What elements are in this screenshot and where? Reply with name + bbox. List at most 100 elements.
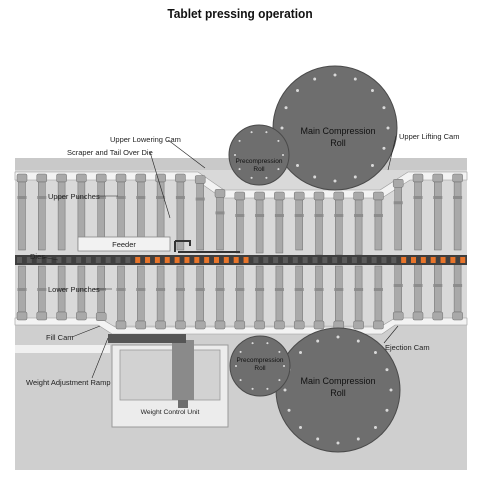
die-cell <box>174 257 180 263</box>
lower-punch-collar <box>373 288 383 291</box>
roll-bolt <box>373 350 378 355</box>
lower-punches-label: Lower Punches <box>48 285 100 294</box>
roll-bolt <box>277 350 281 354</box>
lower-punch-collar <box>57 288 67 291</box>
roll-bolt <box>315 436 320 441</box>
roll-bolt <box>298 425 303 430</box>
roll-bolt <box>251 387 255 391</box>
die-cell <box>36 257 42 263</box>
die-cell <box>46 257 52 263</box>
upper-punch-collar <box>413 196 423 199</box>
upper-punch-head <box>76 173 87 183</box>
die-cell <box>17 257 22 263</box>
die-cell <box>66 257 72 263</box>
roll-bolt <box>239 350 243 354</box>
roll-bolt <box>282 364 286 368</box>
die-cell <box>125 257 131 263</box>
die-cell <box>401 257 407 263</box>
die-cell <box>184 257 190 263</box>
roll-bolt <box>276 167 280 171</box>
upper-punch-collar <box>37 196 47 199</box>
lower-punch-collar <box>235 288 245 291</box>
die-cell <box>164 257 170 263</box>
upper-punch-head <box>95 173 107 183</box>
upper-punch-collar <box>433 196 443 199</box>
roll-bolt <box>336 335 341 340</box>
upper-punch-head <box>373 191 384 201</box>
die-cell <box>233 257 239 263</box>
die-cell <box>450 257 456 263</box>
upper-punch-shaft <box>335 199 343 256</box>
upper-punch-head <box>353 191 364 201</box>
upper-punch-row <box>16 173 463 256</box>
lower-punch-head <box>392 311 404 321</box>
lower-punch-head <box>36 311 48 321</box>
pre-roll-top-line2: Roll <box>253 166 265 173</box>
lower-punch-head <box>16 311 28 321</box>
upper-punch-shaft <box>57 181 66 251</box>
roll-bolt <box>234 364 238 368</box>
die-cell <box>371 257 377 263</box>
roll-bolt <box>312 77 317 82</box>
die-cell <box>76 257 82 263</box>
upper-punch-collar <box>314 214 324 217</box>
upper-punch-collar <box>57 196 67 199</box>
lower-punch-collar <box>255 288 265 291</box>
die-cell <box>282 257 288 263</box>
lower-punch-collar <box>156 288 166 291</box>
upper-punch-head <box>392 179 404 188</box>
lower-punch-collar <box>116 288 126 291</box>
upper-punch-head <box>56 173 67 183</box>
lower-punch-head <box>234 320 246 330</box>
die-cell <box>154 257 160 263</box>
weight-control-unit-label: Weight Control Unit <box>141 409 200 416</box>
roll-bolt <box>265 341 269 345</box>
lower-punch-shaft <box>156 265 165 322</box>
die-cell <box>105 257 111 263</box>
die-cell <box>95 257 101 263</box>
lower-punch-shaft <box>275 265 284 322</box>
lower-punch-collar <box>294 288 304 291</box>
die-cell <box>194 257 200 263</box>
die-cell <box>332 257 338 263</box>
die-cell <box>430 257 436 263</box>
upper-punch-head <box>313 191 325 201</box>
upper-punch-collar <box>373 214 383 217</box>
lower-punch-head <box>432 311 444 321</box>
upper-punch-shaft <box>315 199 323 256</box>
upper-punch-shaft <box>374 199 383 251</box>
pre-roll-bottom-line1: Precompression <box>237 357 284 364</box>
die-cell <box>26 257 32 263</box>
lower-punch-head <box>254 320 265 330</box>
scraper-icon <box>174 240 240 253</box>
die-cell <box>322 257 328 263</box>
die-cell <box>351 257 357 263</box>
lower-punch-head <box>313 320 325 330</box>
upper-punch-head <box>293 191 305 201</box>
upper-punch-head <box>274 191 285 201</box>
upper-punch-head <box>135 173 147 183</box>
lower-punch-head <box>175 320 186 330</box>
lower-punch-collar <box>76 288 86 291</box>
upper-punch-collar <box>17 196 27 199</box>
leader-lines <box>41 135 399 379</box>
main-roll-top-line1: Main Compression <box>300 126 375 136</box>
upper-punch-collar <box>354 214 364 217</box>
upper-punch-collar <box>255 214 265 217</box>
upper-punches-label: Upper Punches <box>48 192 100 201</box>
roll-bolt <box>336 441 341 446</box>
main-roll-bottom-line1: Main Compression <box>300 376 375 386</box>
feeder <box>77 236 171 252</box>
upper-punch-shaft <box>255 199 264 254</box>
lower-punch-collar <box>433 284 443 287</box>
lower-punch-head <box>274 320 285 330</box>
roll-bolt <box>353 77 358 82</box>
roll-bolt <box>333 178 338 183</box>
roll-bolt <box>295 88 300 93</box>
upper-punch-collar <box>156 196 166 199</box>
roll-bolt <box>238 139 242 143</box>
lower-punch-shaft <box>236 265 244 322</box>
upper-punch-head <box>214 189 226 198</box>
roll-bolt <box>312 174 317 179</box>
die-cell <box>135 257 141 263</box>
